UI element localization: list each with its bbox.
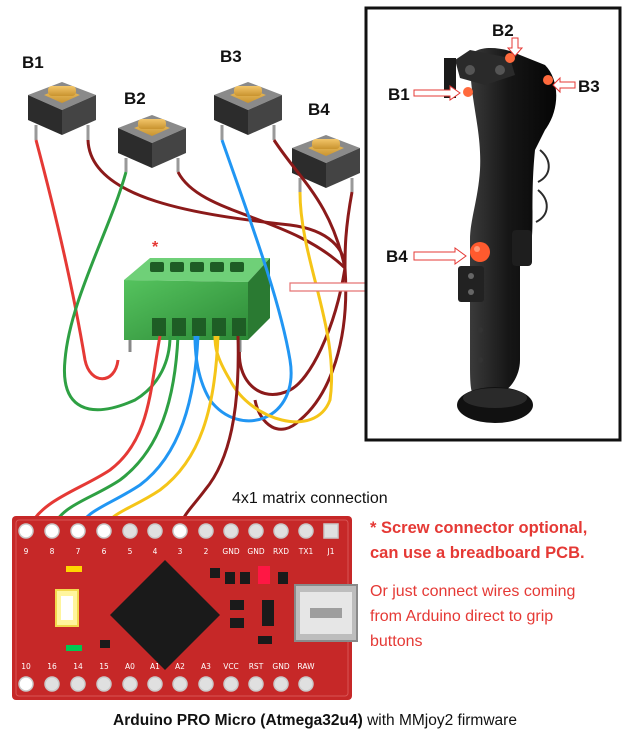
wire-green-b2 [62, 171, 172, 412]
note-direct-line3: buttons [370, 633, 422, 650]
tactile-button-b3 [214, 82, 282, 140]
board-caption: Arduino PRO Micro (Atmega32u4) with MMjo… [0, 712, 630, 730]
wire-yellow-b4 [213, 191, 334, 424]
pin-label-a2: A2 [175, 662, 185, 671]
grip-label-b3: B3 [578, 77, 600, 96]
arduino-pro-micro-board: 9 8 7 6 5 4 3 2 GND GND RXD TX1 J1 10 16… [12, 516, 358, 700]
tactile-button-b4 [292, 135, 360, 192]
atmega32u4-chip [110, 560, 220, 670]
pin-label-7: 7 [76, 547, 81, 556]
grip-button-b1 [463, 87, 473, 97]
wire-blue-b3 [193, 139, 293, 423]
board-caption-rest: with MMjoy2 firmware [362, 712, 517, 729]
grip-label-b4: B4 [386, 247, 408, 266]
grip-panel: B2 B1 B3 B4 [364, 6, 622, 442]
grip-button-b2 [505, 53, 515, 63]
screw-terminal-marker: * [152, 239, 159, 256]
tactile-button-b1 [28, 82, 96, 140]
note-direct-line2: from Arduino direct to grip [370, 608, 553, 625]
wire-red-b1 [34, 139, 120, 381]
pin-label-9: 9 [24, 547, 29, 556]
screw-terminal-block [124, 258, 270, 352]
bottom-pin-row [18, 676, 314, 692]
pin-label-gnd-3: GND [272, 662, 289, 671]
pin-label-raw: RAW [297, 662, 315, 671]
note-screw-optional-line1: * Screw connector optional, [370, 519, 587, 537]
grip-arrow-b4 [413, 247, 467, 265]
button-label-b4: B4 [308, 100, 330, 119]
grip-top-plate [455, 50, 515, 85]
grip-button-b3 [543, 75, 553, 85]
button-label-b2: B2 [124, 89, 146, 108]
pin-label-rst: RST [249, 662, 264, 671]
pin-label-3: 3 [178, 547, 183, 556]
top-pin-labels: 9 8 7 6 5 4 3 2 GND GND RXD TX1 J1 [24, 547, 335, 556]
pin-label-a0: A0 [125, 662, 135, 671]
grip-label-b2: B2 [492, 21, 514, 40]
pin-label-tx1: TX1 [298, 547, 314, 556]
top-pin-row [18, 523, 339, 539]
pin-label-rxd: RXD [273, 547, 289, 556]
pin-label-16: 16 [47, 662, 57, 671]
wire-yellow-pin6 [102, 335, 220, 531]
board-caption-bold: Arduino PRO Micro (Atmega32u4) [113, 712, 363, 729]
grip-button-b4 [470, 242, 490, 262]
wire-darkred-pin3 [178, 335, 240, 531]
pin-label-8: 8 [50, 547, 55, 556]
pin-label-4: 4 [153, 547, 158, 556]
pin-label-2: 2 [204, 547, 209, 556]
led-yellow [66, 566, 82, 572]
pin-label-5: 5 [128, 547, 133, 556]
led-red [258, 566, 270, 584]
grip-mount-block [458, 266, 484, 302]
wire-red-pin9 [26, 335, 162, 531]
pin-label-a1: A1 [150, 662, 160, 671]
button-label-b3: B3 [220, 47, 242, 66]
pin-label-j1: J1 [327, 547, 335, 556]
pin-label-10: 10 [21, 662, 31, 671]
pin-label-a3: A3 [201, 662, 211, 671]
wire-green-pin8 [50, 335, 180, 531]
wire-blue-pin7 [76, 335, 200, 531]
bottom-pin-labels: 10 16 14 15 A0 A1 A2 A3 VCC RST GND RAW [21, 662, 315, 671]
grip-arrow-b2 [506, 37, 524, 57]
note-screw-optional-line2: can use a breadboard PCB. [370, 544, 585, 562]
tactile-button-b2 [118, 115, 186, 172]
grip-body [470, 48, 557, 396]
pin-label-gnd-2: GND [247, 547, 264, 556]
pin-label-15: 15 [99, 662, 109, 671]
pin-label-14: 14 [73, 662, 83, 671]
grip-label-b1: B1 [388, 85, 410, 104]
matrix-connection-label: 4x1 matrix connection [232, 490, 388, 507]
note-direct-line1: Or just connect wires coming [370, 583, 575, 600]
grip-arrow-b3 [552, 76, 576, 94]
pin-label-gnd-1: GND [222, 547, 239, 556]
button-label-b1: B1 [22, 53, 44, 72]
led-green [66, 645, 82, 651]
grip-arrow-b1 [413, 85, 461, 101]
pin-label-vcc: VCC [223, 662, 239, 671]
pin-label-6: 6 [102, 547, 107, 556]
